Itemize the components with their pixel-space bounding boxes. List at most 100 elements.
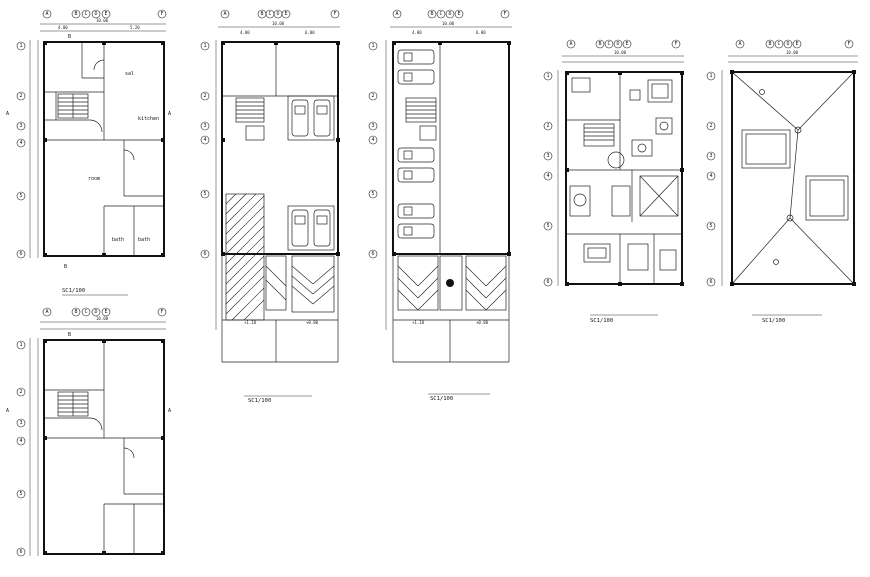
dimension-text: 10.00 xyxy=(786,50,799,55)
grid-label: E xyxy=(104,11,107,17)
grid-label: 6 xyxy=(203,251,206,257)
room-label: bath xyxy=(112,237,124,243)
dimension-text: 5.20 xyxy=(130,25,140,30)
grid-label: F xyxy=(333,11,336,17)
section-mark: A xyxy=(6,111,9,117)
dimension-text: 4.00 xyxy=(240,30,250,35)
plan-1-grid-left: 1 2 3 4 5 6 xyxy=(16,41,26,259)
grid-label: B xyxy=(74,11,77,17)
grid-label: A xyxy=(223,11,226,17)
plan-6-grid-top: A B C D E F xyxy=(42,307,167,317)
dimension-text: 6.00 xyxy=(476,30,486,35)
plan-3-grid-left: 1 2 3 4 5 6 xyxy=(368,41,378,259)
plan-2-ramps xyxy=(225,193,335,321)
grid-label: C xyxy=(84,309,87,315)
grid-label: D xyxy=(786,41,789,47)
grid-label: F xyxy=(503,11,506,17)
plan-5: A B C D E F 1 2 3 4 5 6 10.00 xyxy=(706,39,858,324)
grid-label: A xyxy=(395,11,398,17)
grid-label: 3 xyxy=(203,123,206,129)
grid-label: 2 xyxy=(546,123,549,129)
plan-2-cars xyxy=(287,95,335,251)
grid-label: 4 xyxy=(19,140,22,146)
grid-label: 5 xyxy=(19,193,22,199)
grid-label: 4 xyxy=(19,438,22,444)
grid-label: 1 xyxy=(371,43,374,49)
level-mark: +1.10 xyxy=(412,320,425,325)
grid-label: 3 xyxy=(19,420,22,426)
grid-label: E xyxy=(104,309,107,315)
room-label: sal xyxy=(125,71,134,77)
grid-label: B xyxy=(768,41,771,47)
grid-label: 2 xyxy=(19,389,22,395)
dimension-text: 4.00 xyxy=(412,30,422,35)
section-mark: A xyxy=(168,408,171,414)
grid-label: 2 xyxy=(371,93,374,99)
level-mark: +1.10 xyxy=(244,320,257,325)
grid-label: A xyxy=(45,11,48,17)
plan-1-grid-top: A B C D E F xyxy=(42,9,167,19)
plan-6-stairs xyxy=(57,391,89,417)
grid-label: C xyxy=(268,11,271,17)
plan-3-cars xyxy=(397,49,435,239)
grid-label: E xyxy=(625,41,628,47)
grid-label: 4 xyxy=(203,137,206,143)
plan-5-roof-slopes xyxy=(731,71,855,285)
grid-label: E xyxy=(284,11,287,17)
grid-label: 6 xyxy=(371,251,374,257)
level-mark: +0.80 xyxy=(476,320,489,325)
grid-label: F xyxy=(160,11,163,17)
grid-label: 6 xyxy=(709,279,712,285)
plan-3: A B C D E F 1 2 3 4 5 6 10.00 4.00 6.00 xyxy=(368,9,512,402)
grid-label: 5 xyxy=(19,491,22,497)
scale-label: SC1/100 xyxy=(590,318,613,324)
grid-label: 4 xyxy=(709,173,712,179)
room-label: kitchen xyxy=(138,116,159,122)
room-label: bath xyxy=(138,237,150,243)
grid-label: A xyxy=(569,41,572,47)
dimension-text: 10.00 xyxy=(96,316,109,321)
level-mark: +0.80 xyxy=(306,320,319,325)
grid-label: 6 xyxy=(546,279,549,285)
plan-4-grid-left: 1 2 3 4 5 6 xyxy=(543,71,553,287)
section-mark: B xyxy=(68,332,71,338)
section-mark: A xyxy=(168,111,171,117)
grid-label: D xyxy=(448,11,451,17)
plan-2-grid-top: A B C D E F xyxy=(220,9,340,19)
grid-label: D xyxy=(94,11,97,17)
grid-label: B xyxy=(598,41,601,47)
grid-label: C xyxy=(439,11,442,17)
scale-label: SC1/100 xyxy=(430,396,453,402)
grid-label: 5 xyxy=(203,191,206,197)
dimension-text: 4.00 xyxy=(58,25,68,30)
scale-label: SC1/100 xyxy=(248,398,271,404)
scale-label: SC1/100 xyxy=(62,288,85,294)
grid-label: 3 xyxy=(371,123,374,129)
grid-label: 1 xyxy=(546,73,549,79)
plan-1: A B C D E F 1 2 3 4 5 6 10.00 4.00 5.20 xyxy=(6,9,171,296)
grid-label: 3 xyxy=(709,153,712,159)
plan-4-grid-top: A B C D E F xyxy=(566,39,681,49)
grid-label: 4 xyxy=(546,173,549,179)
section-mark: B xyxy=(68,34,71,40)
grid-label: D xyxy=(276,11,279,17)
grid-label: 3 xyxy=(546,153,549,159)
plan-5-grid-left: 1 2 3 4 5 6 xyxy=(706,71,716,287)
grid-label: 3 xyxy=(19,123,22,129)
grid-label: C xyxy=(777,41,780,47)
grid-label: B xyxy=(74,309,77,315)
plan-2-stairs xyxy=(235,97,265,141)
grid-label: B xyxy=(430,11,433,17)
dimension-text: 10.00 xyxy=(614,50,627,55)
plan-5-grid-top: A B C D E F xyxy=(735,39,854,49)
grid-label: 5 xyxy=(546,223,549,229)
grid-label: 5 xyxy=(709,223,712,229)
grid-label: A xyxy=(45,309,48,315)
scale-label: SC1/100 xyxy=(762,318,785,324)
grid-label: B xyxy=(260,11,263,17)
grid-label: C xyxy=(84,11,87,17)
grid-label: D xyxy=(94,309,97,315)
plan-1-stairs xyxy=(57,93,89,119)
grid-label: E xyxy=(795,41,798,47)
